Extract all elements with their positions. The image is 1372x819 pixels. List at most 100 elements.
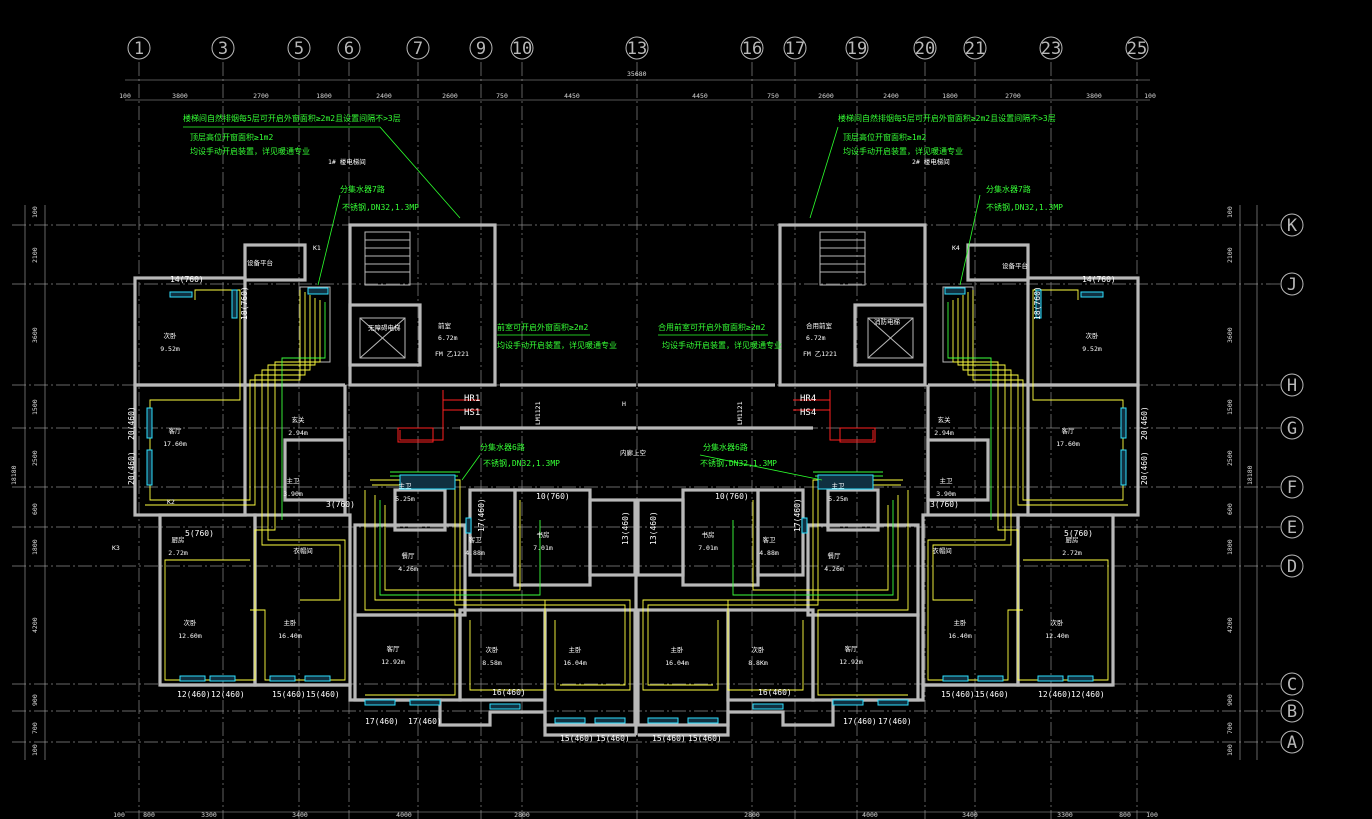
label-front-area-right: 6.72m bbox=[806, 334, 826, 342]
note-mid-right-2: 均设手动开启装置，详见暖通专业 bbox=[662, 340, 782, 350]
room-name: 次卧 bbox=[1051, 618, 1065, 627]
dimension-lines bbox=[24, 79, 1258, 813]
loop-3: 3(760) bbox=[326, 500, 355, 509]
dim-value: 1800 bbox=[1226, 539, 1234, 555]
riser-equipment bbox=[397, 390, 876, 443]
room-name: 客厅 bbox=[387, 644, 401, 653]
room-name: 次卧 bbox=[1086, 331, 1100, 340]
room-area: 12.92m bbox=[839, 658, 863, 666]
dim-value: 1500 bbox=[31, 399, 39, 415]
label-front-left: 前室 bbox=[438, 321, 452, 330]
loop-17b-r: 17(460) bbox=[878, 717, 912, 726]
loop-20a-r: 20(460) bbox=[1140, 406, 1149, 440]
note-right-top-2: 顶层高位开窗面积≥1m2 bbox=[843, 132, 926, 142]
room-area: 8.8Km bbox=[748, 659, 768, 667]
dim-total-top: 35680 bbox=[627, 70, 647, 78]
room-name: 餐厅 bbox=[402, 551, 416, 560]
dim-value: 2700 bbox=[1005, 92, 1021, 100]
axis-bubble bbox=[406, 36, 430, 60]
label-fm-right: FM 乙1221 bbox=[803, 350, 837, 358]
axis-label: 20 bbox=[915, 39, 935, 59]
note-center-right-2: 不锈钢,DN32,1.3MP bbox=[700, 458, 777, 468]
loop-15b-r: 15(460) bbox=[975, 690, 1009, 699]
room-area: 2.94m bbox=[288, 429, 308, 437]
axis-bubble bbox=[469, 36, 493, 60]
axis-bubble bbox=[510, 36, 534, 60]
dim-value: 4000 bbox=[862, 811, 878, 819]
dim-value: 700 bbox=[1226, 722, 1234, 734]
dim-value: 3300 bbox=[1057, 811, 1073, 819]
loop-15a-r: 15(460) bbox=[941, 690, 975, 699]
axis-label: 23 bbox=[1041, 39, 1061, 59]
room-name: 书房 bbox=[537, 530, 550, 539]
dim-total-right: 18180 bbox=[1246, 465, 1254, 485]
dim-value: 2100 bbox=[1226, 247, 1234, 263]
loop-17a-r: 17(460) bbox=[843, 717, 877, 726]
room-labels-left: 次卧9.52m客厅17.60m玄关2.94m主卫3.90m厨房2.72m次卧12… bbox=[160, 331, 587, 667]
dim-value: 3800 bbox=[172, 92, 188, 100]
axis-label: J bbox=[1287, 275, 1297, 295]
axis-bubble bbox=[625, 36, 649, 60]
dim-value: 750 bbox=[767, 92, 779, 100]
room-labels-right: 次卧9.52m客厅17.60m玄关2.94m主卫3.90m厨房2.72m次卧12… bbox=[665, 331, 1102, 667]
leader-lines bbox=[183, 126, 981, 481]
room-name: 次卧 bbox=[164, 331, 178, 340]
loop-12a-r: 12(460) bbox=[1038, 690, 1072, 699]
room-area: 16.04m bbox=[563, 659, 587, 667]
axis-bubble bbox=[337, 36, 361, 60]
dim-value: 2400 bbox=[883, 92, 899, 100]
tag-k2: K2 bbox=[167, 498, 175, 506]
tag-k3: K3 bbox=[112, 544, 120, 552]
dim-value: 100 bbox=[1146, 811, 1158, 819]
dim-value: 2600 bbox=[442, 92, 458, 100]
label-hs1: HS1 bbox=[464, 408, 480, 418]
room-area: 9.52m bbox=[160, 345, 180, 353]
label-front-right: 合用前室 bbox=[806, 321, 833, 330]
axis-label: 25 bbox=[1127, 39, 1147, 59]
axis-bubble bbox=[1039, 36, 1063, 60]
room-name: 主卧 bbox=[954, 618, 968, 627]
loop-5-r: 5(760) bbox=[1064, 529, 1093, 538]
room-area: 4.26m bbox=[824, 565, 844, 573]
room-name: 次卧 bbox=[184, 618, 198, 627]
axis-label: K bbox=[1287, 216, 1298, 236]
loop-17-r: 17(460) bbox=[793, 498, 802, 532]
dim-value: 100 bbox=[1226, 206, 1234, 218]
dim-value: 2800 bbox=[744, 811, 760, 819]
room-name: 衣帽间 bbox=[932, 546, 952, 555]
loop-16: 16(460) bbox=[492, 688, 526, 697]
room-area: 16.40m bbox=[948, 632, 972, 640]
note-elev-left: 1# 楼电梯间 bbox=[328, 157, 366, 166]
loop-15c-r: 15(460) bbox=[652, 734, 686, 743]
axis-bubble bbox=[783, 36, 807, 60]
room-name: 主卫 bbox=[399, 481, 413, 490]
loop-12b-r: 12(460) bbox=[1071, 690, 1105, 699]
room-name: 主卧 bbox=[569, 645, 583, 654]
tag-k1: K1 bbox=[313, 244, 321, 252]
label-lm-left: LM1121 bbox=[534, 401, 542, 425]
axis-label: D bbox=[1287, 557, 1297, 577]
label-device-left: 设备平台 bbox=[247, 258, 273, 267]
axis-bubble bbox=[1280, 672, 1304, 696]
loop-17b: 17(460) bbox=[408, 717, 442, 726]
room-name: 主卧 bbox=[284, 618, 298, 627]
axis-bubble bbox=[845, 36, 869, 60]
loop-13-r: 13(460) bbox=[649, 511, 658, 545]
axis-label: G bbox=[1287, 419, 1297, 439]
room-area: 9.52m bbox=[1082, 345, 1102, 353]
axis-bubble bbox=[1280, 213, 1304, 237]
room-name: 客厅 bbox=[845, 644, 859, 653]
room-name: 主卫 bbox=[287, 476, 301, 485]
axis-label: H bbox=[1287, 376, 1297, 396]
loop-labels: 14(760) 18(760) 20(460) 20(460) 3(760) 5… bbox=[127, 275, 1149, 743]
label-elevator-left: 无障碍电梯 bbox=[368, 323, 401, 332]
room-name: 玄关 bbox=[292, 415, 306, 424]
room-area: 7.01m bbox=[698, 544, 718, 552]
dim-value: 100 bbox=[1144, 92, 1156, 100]
annotations: 楼梯间自然排烟每5层可开启外窗面积≥2m2且设置间隔不>3层 顶层高位开窗面积≥… bbox=[112, 113, 1063, 552]
dim-value: 700 bbox=[31, 722, 39, 734]
